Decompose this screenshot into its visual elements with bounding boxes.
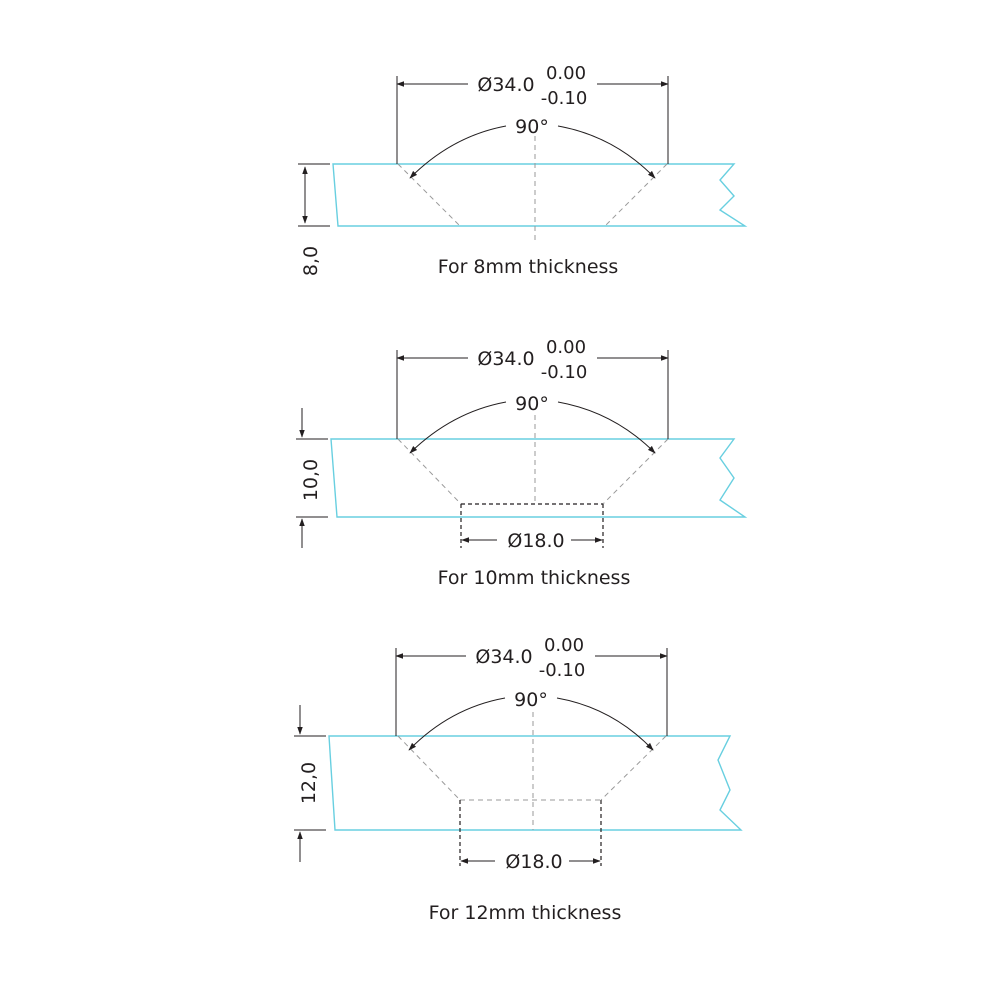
angle-arc-left [408,697,506,751]
angle-arc-left [409,401,507,454]
bottom-hole-outline [460,503,604,548]
tolerance-lower: -0.10 [539,660,586,681]
glass-outline [332,163,748,227]
extension-lines [296,350,669,518]
angle-arc-right [557,401,656,454]
bottom-hole-outline [459,800,602,866]
tolerance-lower: -0.10 [541,88,588,109]
angle-label: 90° [515,393,549,415]
glass-outline [328,735,743,831]
hidden-lines [397,136,668,240]
diameter-label: Ø34.0 [475,646,532,668]
caption: For 10mm thickness [438,567,631,589]
section-10mm: Ø34.0 0.00 -0.10 90° 10,0 Ø18.0 For 10mm… [296,337,748,589]
glass-outline [330,438,748,518]
tolerance-upper: 0.00 [546,63,586,84]
extension-lines [294,648,668,831]
thickness-label: 10,0 [300,459,322,501]
diameter-label: Ø34.0 [477,74,534,96]
tolerance-upper: 0.00 [546,337,586,358]
angle-arc-right [557,125,656,179]
tolerance-lower: -0.10 [541,362,588,383]
hidden-lines [397,415,669,505]
bottom-diameter-label: Ø18.0 [507,530,564,552]
tolerance-upper: 0.00 [544,635,584,656]
angle-label: 90° [514,689,548,711]
bottom-diameter-label: Ø18.0 [505,851,562,873]
section-8mm: Ø34.0 0.00 -0.10 90° 8,0 For 8mm thickne… [298,63,748,278]
caption: For 12mm thickness [429,902,622,924]
section-12mm: Ø34.0 0.00 -0.10 90° 12,0 Ø18.0 For 12mm… [294,635,743,924]
thickness-label: 8,0 [300,246,322,276]
diameter-label: Ø34.0 [477,348,534,370]
caption: For 8mm thickness [438,256,619,278]
angle-arc-right [556,697,654,751]
angle-label: 90° [515,116,549,138]
angle-arc-left [409,125,507,179]
thickness-label: 12,0 [298,762,320,804]
extension-lines [298,76,669,227]
hidden-lines [397,712,667,830]
